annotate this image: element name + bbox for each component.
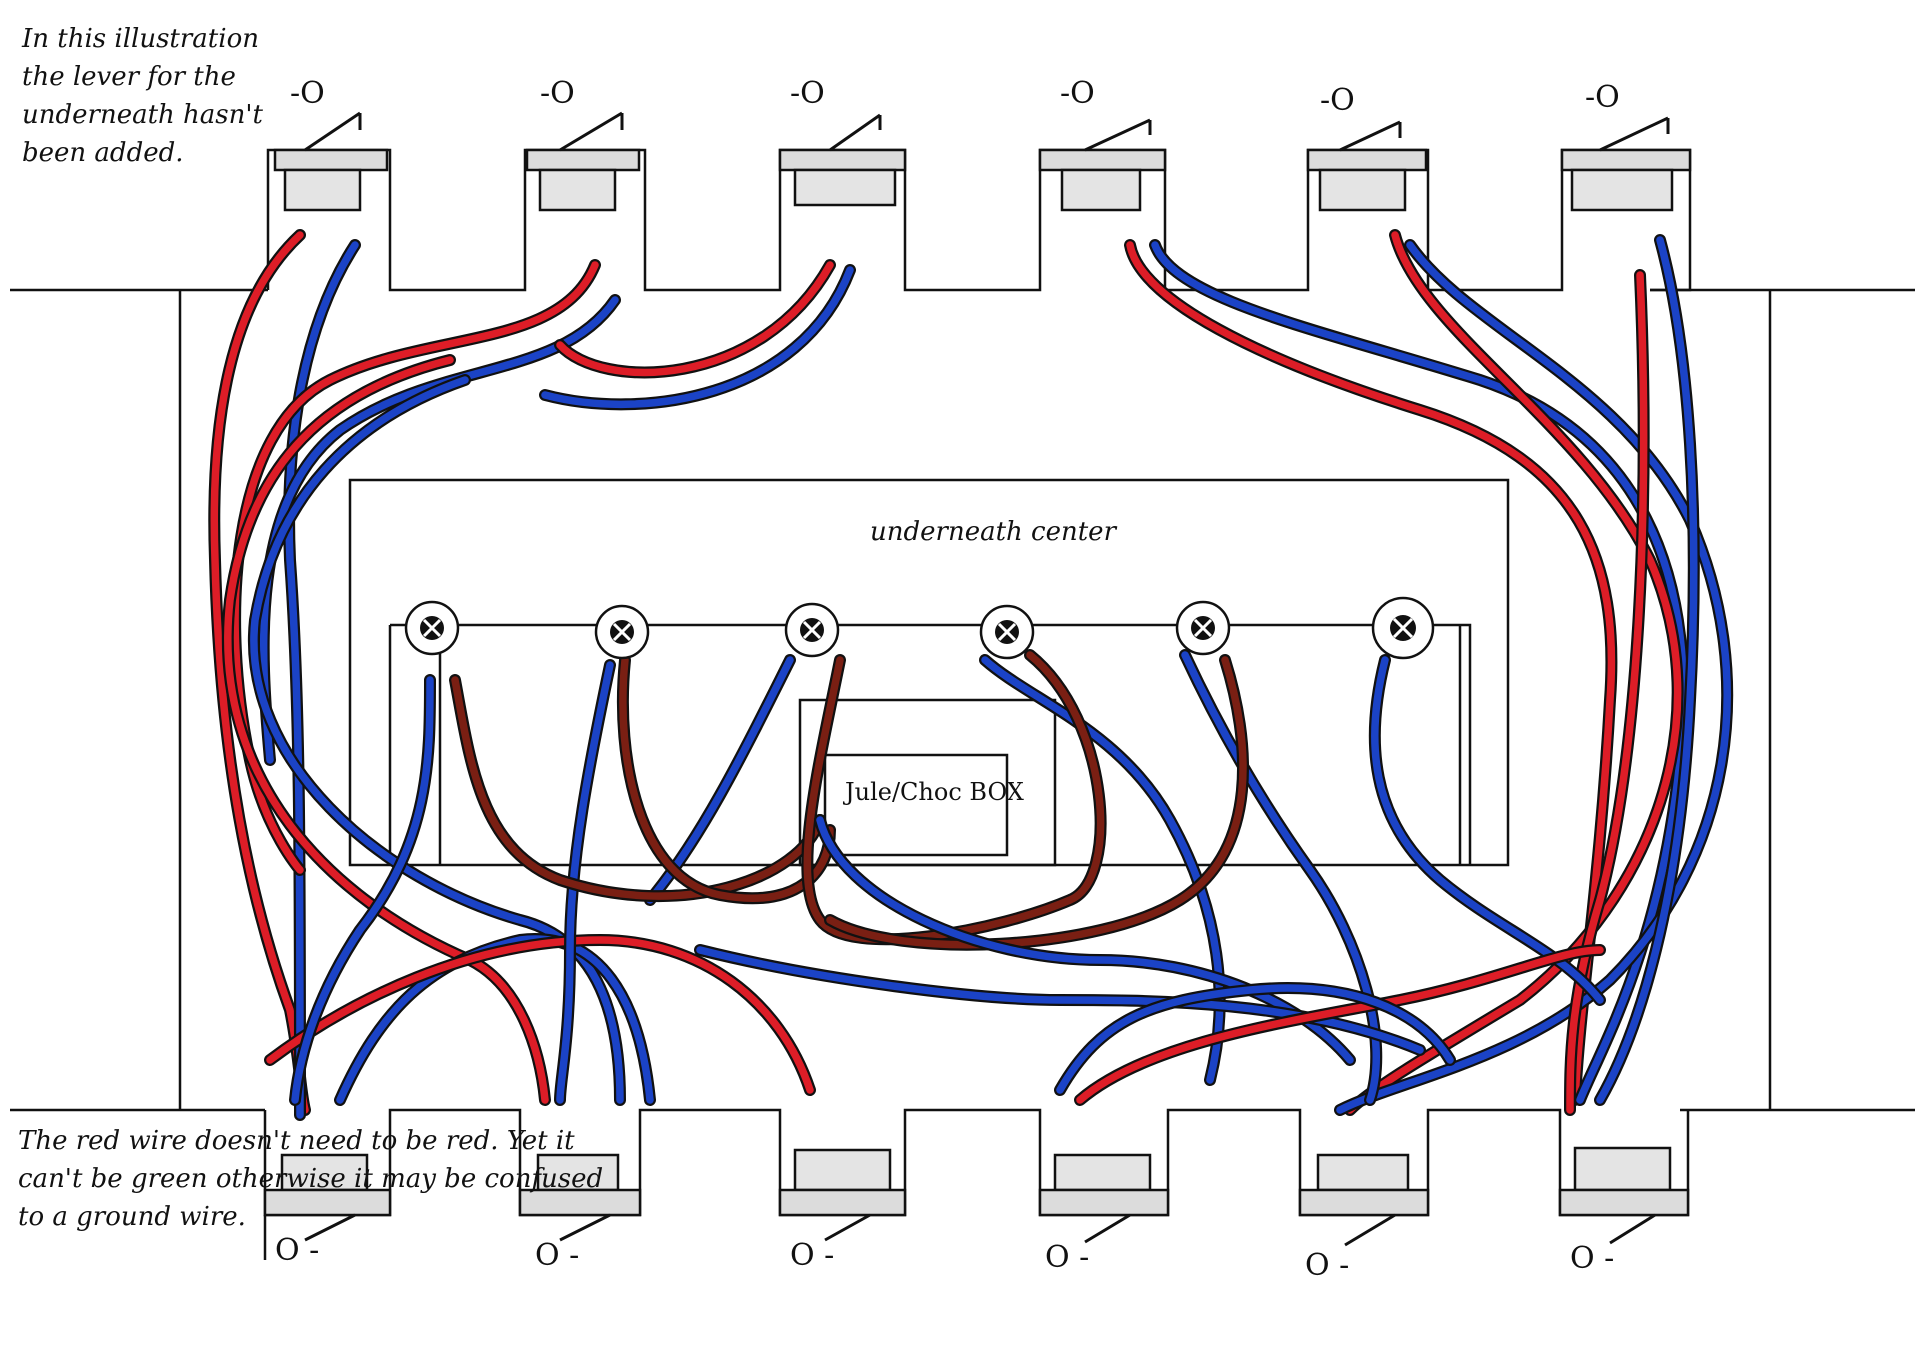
center-box xyxy=(348,478,1510,867)
wire-blue-19 xyxy=(646,656,794,904)
wire-blue-30 xyxy=(1056,984,1454,1094)
bottom-switch-4[interactable]: O - xyxy=(1038,1153,1170,1275)
terminal-3[interactable] xyxy=(784,602,840,658)
wire-blue-12 xyxy=(1336,241,1731,1114)
bottom-switch-5[interactable]: O - xyxy=(1298,1153,1430,1283)
top-switch-5-mark: -O xyxy=(1320,83,1355,118)
bottom-switch-3[interactable]: O - xyxy=(778,1148,907,1273)
bottom-switch-6-mark: O - xyxy=(1570,1241,1614,1276)
wire-red-13 xyxy=(1566,271,1648,1114)
bottom-switch-6[interactable]: O - xyxy=(1558,1146,1690,1276)
top-switch-4-mark: -O xyxy=(1060,76,1095,111)
top-switch-4[interactable]: -O xyxy=(1038,76,1167,212)
top-switch-5[interactable]: -O xyxy=(1306,83,1428,212)
top-switch-3[interactable]: -O xyxy=(778,76,907,207)
bottom-switch-4-mark: O - xyxy=(1045,1240,1089,1275)
top-note: In this illustration the lever for the u… xyxy=(22,24,263,168)
wire-blue-20 xyxy=(981,656,1224,1084)
top-switches: -O -O -O -O -O xyxy=(273,76,1692,212)
wire-brown-23 xyxy=(451,676,824,900)
terminal-2[interactable] xyxy=(594,604,650,660)
wire-blue-17 xyxy=(291,676,434,1104)
bottom-note: The red wire doesn't need to be red. Yet… xyxy=(18,1126,604,1232)
terminals xyxy=(404,596,1435,660)
bottom-switch-3-mark: O - xyxy=(790,1238,834,1273)
bottom-switch-2[interactable]: O - xyxy=(518,1153,642,1273)
bottom-switch-1-mark: O - xyxy=(275,1233,319,1268)
top-switch-2-mark: -O xyxy=(540,76,575,111)
wire-blue-12-outline xyxy=(1334,239,1734,1116)
top-switch-6[interactable]: -O xyxy=(1560,80,1692,212)
top-switch-2[interactable]: -O xyxy=(525,76,641,212)
wire-red-7 xyxy=(224,356,549,1104)
wire-red-11 xyxy=(1346,231,1682,1114)
center-label-text: underneath center xyxy=(870,517,1118,547)
top-switch-6-mark: -O xyxy=(1585,80,1620,115)
wire-blue-8 xyxy=(250,376,624,1104)
wire-red-5 xyxy=(556,261,834,377)
wires xyxy=(208,229,1734,1121)
top-switch-3-mark: -O xyxy=(790,76,825,111)
top-switch-1-mark: -O xyxy=(290,76,325,111)
frame xyxy=(10,148,1915,1260)
wire-blue-18 xyxy=(556,661,614,1104)
wire-blue-14 xyxy=(1596,236,1698,1104)
terminal-1[interactable] xyxy=(404,600,460,656)
bottom-switch-1[interactable]: O - xyxy=(263,1153,392,1268)
bottom-switch-5-mark: O - xyxy=(1305,1248,1349,1283)
terminal-6[interactable] xyxy=(1371,596,1435,660)
wire-blue-17-outline xyxy=(289,674,436,1106)
wire-brown-24 xyxy=(619,656,834,902)
center-label: underneath center xyxy=(870,517,1118,547)
wire-red-16 xyxy=(266,936,814,1094)
wire-brown-26 xyxy=(826,656,1247,949)
bottom-switch-2-mark: O - xyxy=(535,1238,579,1273)
bottom-switches: O - O - O - O - O - xyxy=(263,1146,1690,1283)
wire-brown-25 xyxy=(803,651,1105,944)
terminal-4[interactable] xyxy=(979,604,1035,660)
wire-red-3 xyxy=(231,261,599,874)
junction-box-text: Jule/Choc BOX xyxy=(842,778,1024,806)
wire-blue-2 xyxy=(285,241,359,1119)
wire-blue-20-outline xyxy=(979,654,1226,1086)
junction-box-label: Jule/Choc BOX xyxy=(842,778,1024,806)
wire-blue-4 xyxy=(259,296,619,764)
terminal-5[interactable] xyxy=(1175,600,1231,656)
wire-blue-15 xyxy=(336,935,654,1104)
top-switch-1[interactable]: -O xyxy=(273,76,389,212)
wire-blue-28 xyxy=(696,946,1424,1054)
wire-blue-6 xyxy=(541,266,854,409)
